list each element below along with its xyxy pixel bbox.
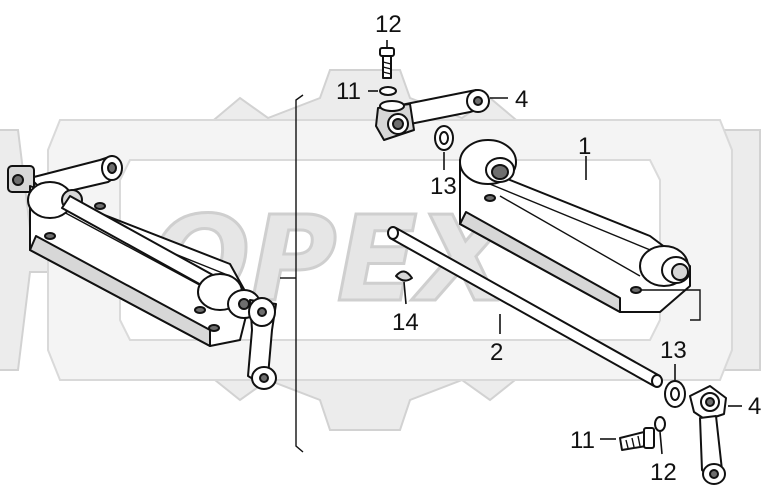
part-2-shaft [387,226,663,388]
part-4-lever-bottom [689,385,727,485]
callout-13-bottom: 13 [660,337,687,364]
callout-labels: 12 11 4 1 13 14 2 13 4 11 12 [336,11,761,486]
assembled-view-left [7,155,296,390]
callout-4-bottom: 4 [748,393,761,420]
part-14-key [395,270,413,282]
callout-1: 1 [578,133,591,160]
part-4-lever-top [375,89,490,141]
callout-4-top: 4 [515,86,528,113]
leader-lines [368,40,742,455]
part-13-washer-bottom [664,380,686,408]
callout-13-top: 13 [430,173,457,200]
part-13-washer-top [434,125,454,151]
callout-2: 2 [490,339,503,366]
part-12-bolt-top [379,47,395,79]
assembly-bracket [295,94,304,453]
part-11-lock-washer-top [379,86,397,96]
callout-14: 14 [392,309,419,336]
callout-11-top: 11 [336,78,361,105]
callout-12-bottom: 12 [650,459,677,486]
callout-12-top: 12 [375,11,402,38]
callout-11-bottom: 11 [570,427,595,454]
part-1-housing [459,139,701,321]
part-12-bolt-bottom [619,427,655,451]
part-11-lock-washer-bottom [654,416,666,432]
